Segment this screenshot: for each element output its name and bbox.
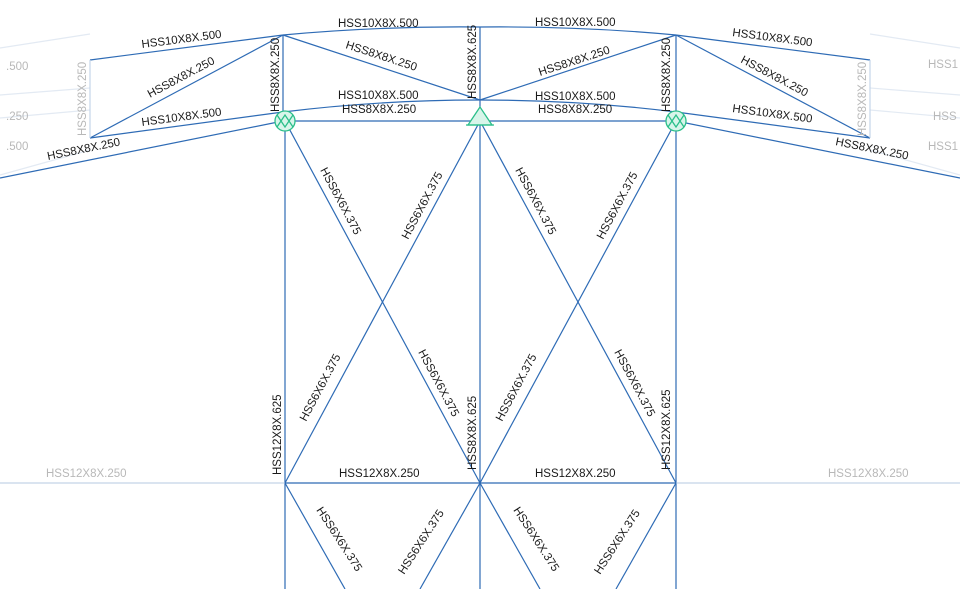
label-brace-a3: HSS6X6X.375 xyxy=(512,166,557,237)
label-tie-right: HSS8X8X.250 xyxy=(834,136,909,162)
brace-lower-2 xyxy=(419,482,481,589)
label-cut-right-1: HSS1 xyxy=(928,59,958,71)
label-cut-right-2: HSS xyxy=(933,111,957,123)
top-chord-left xyxy=(89,34,284,61)
bottom-chord-left xyxy=(89,111,284,139)
tie-left xyxy=(0,120,284,179)
brace-lower-1 xyxy=(284,482,346,589)
label-tie-mid-right: HSS8X8X.250 xyxy=(538,104,612,116)
bottom-chord-mid-left xyxy=(282,99,481,113)
label-web-diagonal-right: HSS8X8X.250 xyxy=(739,54,810,99)
label-web-diagonal-mid-left: HSS8X8X.250 xyxy=(344,39,418,73)
label-cut-left-3: .500 xyxy=(6,141,28,153)
label-post-right: HSS8X8X.250 xyxy=(661,38,673,112)
web-diagonal-mid-right xyxy=(479,34,677,101)
label-top-chord-right: HSS10X8X.500 xyxy=(732,27,813,49)
label-brace-a1: HSS6X6X.375 xyxy=(317,166,362,237)
label-beam-left-faint: HSS12X8X.250 xyxy=(46,468,127,480)
background-members xyxy=(0,33,960,176)
tie-right xyxy=(675,120,960,179)
label-tie-mid-left: HSS8X8X.250 xyxy=(342,104,416,116)
label-post-far-left: HSS8X8X.250 xyxy=(77,62,89,136)
label-brace-c2: HSS6X6X.375 xyxy=(396,508,446,577)
bottom-chord-mid-right xyxy=(479,99,677,113)
label-cut-right-3: HSS1 xyxy=(928,141,958,153)
label-post-center: HSS8X8X.625 xyxy=(467,25,479,99)
label-column-left: HSS12X8X.625 xyxy=(272,394,284,475)
top-chord-mid-left xyxy=(282,26,481,36)
label-top-chord-mid-right: HSS10X8X.500 xyxy=(535,17,616,29)
label-brace-c3: HSS6X6X.375 xyxy=(510,505,560,574)
label-top-chord-mid-left: HSS10X8X.500 xyxy=(338,18,419,30)
member-labels: HSS10X8X.500 HSS10X8X.500 HSS10X8X.500 H… xyxy=(6,17,958,577)
label-web-diagonal-left: HSS8X8X.250 xyxy=(146,55,217,100)
support-center-icon xyxy=(466,105,494,126)
top-chord-right xyxy=(675,34,871,61)
label-bottom-chord-mid-right: HSS10X8X.500 xyxy=(535,91,616,103)
label-beam-mid-left: HSS12X8X.250 xyxy=(339,468,420,480)
brace-left-b xyxy=(284,120,481,484)
label-post-left: HSS8X8X.250 xyxy=(270,38,282,112)
support-left-icon xyxy=(274,110,296,132)
label-column-center: HSS8X8X.625 xyxy=(467,396,479,470)
web-diagonal-left xyxy=(89,34,284,139)
label-bottom-chord-mid-left: HSS10X8X.500 xyxy=(338,90,419,102)
brace-lower-4 xyxy=(615,482,677,589)
label-brace-c1: HSS6X6X.375 xyxy=(313,505,363,574)
label-column-right: HSS12X8X.625 xyxy=(661,389,673,470)
label-beam-right-faint: HSS12X8X.250 xyxy=(828,468,909,480)
label-cut-left-1: .500 xyxy=(6,61,28,73)
label-beam-mid-right: HSS12X8X.250 xyxy=(535,468,616,480)
label-cut-left-2: .250 xyxy=(6,111,28,123)
label-brace-b2: HSS6X6X.375 xyxy=(415,348,460,419)
label-brace-b4: HSS6X6X.375 xyxy=(611,348,656,419)
label-bottom-chord-right: HSS10X8X.500 xyxy=(732,103,813,126)
web-diagonal-mid-left xyxy=(282,34,481,101)
label-brace-b3: HSS6X6X.375 xyxy=(494,352,539,423)
web-diagonal-right xyxy=(675,34,871,139)
label-brace-a4: HSS6X6X.375 xyxy=(595,170,640,241)
bottom-chord-right xyxy=(675,111,871,139)
label-web-diagonal-mid-right: HSS8X8X.250 xyxy=(537,45,611,79)
label-brace-a2: HSS6X6X.375 xyxy=(400,170,445,241)
label-post-far-right: HSS8X8X.250 xyxy=(857,62,869,136)
top-chord-mid-right xyxy=(479,26,677,36)
support-right-icon xyxy=(665,110,687,132)
brace-lower-3 xyxy=(479,482,541,589)
supports xyxy=(274,105,687,132)
brace-right-b xyxy=(479,120,677,484)
label-tie-left: HSS8X8X.250 xyxy=(46,137,121,163)
label-brace-c4: HSS6X6X.375 xyxy=(592,508,642,577)
